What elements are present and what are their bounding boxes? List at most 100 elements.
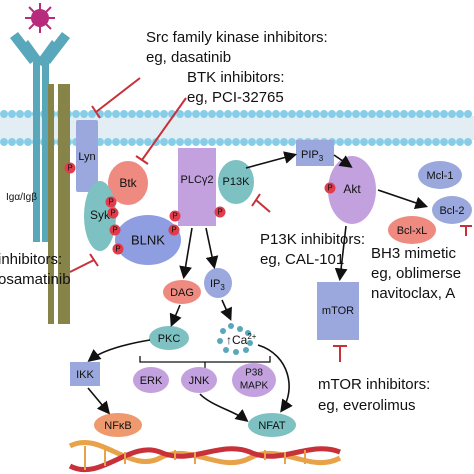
lipid-head	[432, 110, 440, 118]
pi3k-node	[218, 160, 254, 204]
syk-inhibitor-example: osamatinib	[0, 271, 71, 288]
phosphate-marker	[324, 182, 336, 194]
lipid-head	[120, 138, 128, 146]
lipid-head	[24, 138, 32, 146]
phosphate-label: P	[327, 184, 332, 193]
lipid-head	[104, 138, 112, 146]
mcl1-node	[418, 161, 462, 189]
lipid-head	[320, 110, 328, 118]
lipid-head	[24, 110, 32, 118]
lipid-head	[336, 138, 344, 146]
activation-arrows	[87, 151, 429, 422]
lipid-head	[264, 138, 272, 146]
lipid-head	[400, 138, 408, 146]
bh3-mimetic-title: BH3 mimetic	[371, 245, 457, 262]
lipid-head	[8, 110, 16, 118]
lipid-head	[112, 138, 120, 146]
lipid-head	[168, 138, 176, 146]
lipid-head	[80, 110, 88, 118]
dag-node	[163, 280, 201, 304]
phosphate-label: P	[217, 208, 222, 217]
dna-helix	[68, 439, 342, 473]
lipid-head	[344, 138, 352, 146]
plcg2-label: PLCγ2	[180, 174, 213, 186]
lipid-head	[208, 110, 216, 118]
lyn-node	[76, 120, 98, 192]
lipid-head	[192, 110, 200, 118]
lipid-head	[288, 138, 296, 146]
lipid-head	[440, 110, 448, 118]
phosphate-label: P	[110, 209, 115, 218]
lipid-head	[0, 110, 8, 118]
lipid-head	[160, 110, 168, 118]
bclxl-node	[388, 216, 436, 244]
lipid-head	[120, 110, 128, 118]
pkc-label: PKC	[158, 333, 181, 345]
lipid-head	[224, 110, 232, 118]
lipid-head	[232, 138, 240, 146]
lipid-head	[392, 138, 400, 146]
btk-label: Btk	[119, 176, 137, 190]
lipid-head	[0, 138, 8, 146]
lipid-head	[152, 110, 160, 118]
lipid-head	[128, 110, 136, 118]
lipid-head	[184, 138, 192, 146]
lipid-head	[104, 110, 112, 118]
lipid-head	[192, 138, 200, 146]
lipid-head	[408, 110, 416, 118]
lipid-head	[216, 138, 224, 146]
bh3-mimetic-line2: eg, oblimerse	[371, 265, 461, 282]
src-inhibitor-example: eg, dasatinib	[146, 49, 231, 66]
phosphate-marker	[112, 243, 124, 255]
dag-label: DAG	[170, 287, 194, 299]
receptor-label: Igα/Igβ	[6, 192, 37, 203]
syk-label: Syk	[90, 208, 111, 222]
pkc-node	[149, 326, 189, 350]
lipid-head	[72, 110, 80, 118]
lipid-head	[352, 110, 360, 118]
mcl1-label: Mcl-1	[427, 170, 454, 182]
lipid-head	[88, 110, 96, 118]
lipid-head	[336, 110, 344, 118]
lipid-head	[240, 110, 248, 118]
lipid-head	[248, 110, 256, 118]
inhibitor-bars	[69, 77, 472, 362]
blnk-label: BLNK	[131, 232, 165, 247]
ip3-label: IP3	[210, 278, 225, 292]
phosphate-label: P	[67, 164, 72, 173]
lipid-head	[144, 138, 152, 146]
lipid-head	[160, 138, 168, 146]
mtor-inhibitor-example: eg, everolimus	[318, 397, 416, 414]
phosphate-marker	[105, 196, 117, 208]
pi3k-inhibitor-title: P13K inhibitors:	[260, 231, 365, 248]
phosphate-label: P	[171, 226, 176, 235]
nfat-node	[248, 413, 296, 437]
lipid-head	[280, 138, 288, 146]
phosphate-label: P	[112, 226, 117, 235]
membrane-heads-inner	[0, 138, 472, 146]
lipid-head	[208, 138, 216, 146]
phosphate-marker	[168, 224, 180, 236]
lipid-head	[344, 110, 352, 118]
lipid-head	[384, 138, 392, 146]
bcl2-node	[432, 196, 472, 224]
bcl2-label: Bcl-2	[439, 205, 464, 217]
mtor-label: mTOR	[322, 305, 354, 317]
blnk-node	[115, 215, 181, 265]
lipid-head	[416, 138, 424, 146]
lipid-head	[384, 110, 392, 118]
bclxl-label: Bcl-xL	[397, 225, 428, 237]
lipid-head	[456, 110, 464, 118]
lipid-head	[368, 138, 376, 146]
lipid-head	[440, 138, 448, 146]
lipid-head	[256, 138, 264, 146]
lipid-head	[184, 110, 192, 118]
lipid-head	[16, 138, 24, 146]
phosphate-label: P	[115, 245, 120, 254]
pip3-label: PIP3	[301, 149, 324, 163]
phosphate-marker	[214, 206, 226, 218]
mapk-bracket	[139, 356, 271, 368]
phosphate-marker	[64, 162, 76, 174]
